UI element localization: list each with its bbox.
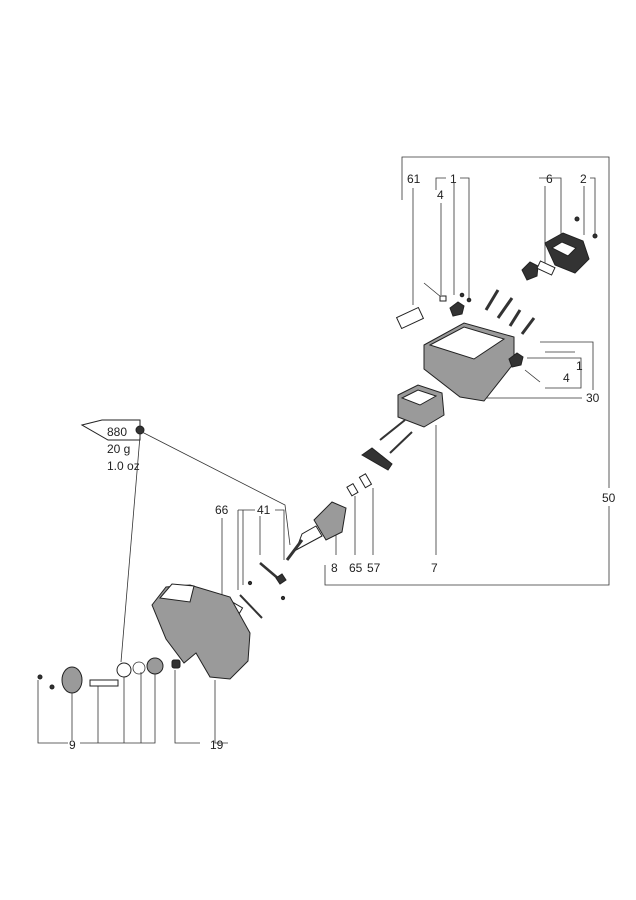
part-bushing (171, 659, 181, 669)
grease-weight-g: 20 g (107, 442, 130, 456)
label-2: 2 (580, 172, 587, 186)
label-50: 50 (602, 491, 616, 505)
part-57-bearing (358, 473, 373, 489)
label-1-top: 1 (450, 172, 457, 186)
part-61-label-plate (395, 306, 425, 330)
label-57: 57 (367, 561, 381, 575)
label-19: 19 (210, 738, 224, 752)
label-61: 61 (407, 172, 421, 186)
label-6: 6 (546, 172, 553, 186)
part-1-brush-holder-right (508, 352, 524, 368)
part-switch-plate (536, 260, 556, 276)
label-4-top: 4 (437, 188, 444, 202)
label-66: 66 (215, 503, 229, 517)
grease-weight-oz: 1.0 oz (107, 459, 140, 473)
part-screws (484, 289, 536, 335)
label-9: 9 (69, 738, 76, 752)
label-30: 30 (586, 391, 600, 405)
part-fan-guide (361, 447, 393, 471)
part-armature (313, 501, 347, 541)
label-4-right: 4 (563, 371, 570, 385)
part-circlip (132, 661, 146, 675)
part-9-flange (61, 666, 83, 694)
part-bearing (146, 657, 164, 675)
part-4-brush (439, 295, 447, 302)
label-1-right: 1 (576, 359, 583, 373)
part-65-bearing (346, 482, 359, 497)
label-65: 65 (349, 561, 363, 575)
part-41-spindle-lock (275, 573, 287, 585)
label-41: 41 (257, 503, 271, 517)
bracket-50 (324, 156, 610, 586)
part-washer (116, 662, 132, 678)
bracket-1-4-right (527, 341, 594, 390)
bracket-1-4-top (435, 177, 470, 300)
grease-code: 880 (107, 425, 127, 439)
leader-2 (583, 177, 596, 235)
label-7: 7 (431, 561, 438, 575)
label-8: 8 (331, 561, 338, 575)
part-spindle (89, 679, 119, 687)
part-6-switch (521, 261, 539, 281)
part-1-brush-holder (449, 301, 465, 317)
